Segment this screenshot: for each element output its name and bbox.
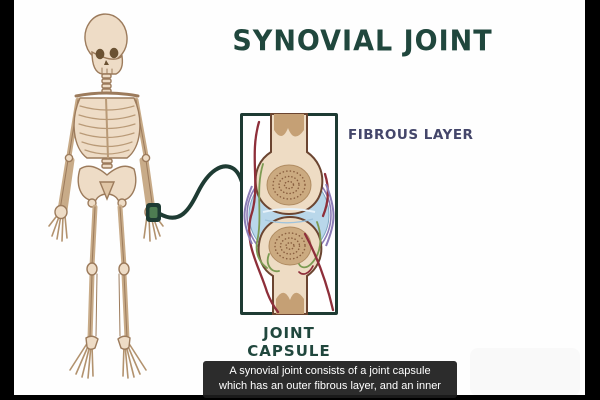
feet [69,341,147,379]
page-title: SYNOVIAL JOINT [232,25,493,58]
fibrous-layer-label: FIBROUS LAYER [348,127,474,143]
zoom-connector-line [158,164,245,220]
joint-capsule-label: JOINT CAPSULE [239,324,339,360]
bone-top [254,113,324,216]
fibrous-capsule-arcs [243,183,335,247]
clavicle [74,91,140,98]
pillarbox-left [0,0,14,400]
joint-capsule-label-line1: JOINT [263,324,315,342]
skull [84,13,128,75]
synovial-joint-diagram [243,113,335,315]
joint-capsule-label-line2: CAPSULE [247,342,331,360]
nerves [255,163,322,273]
skeleton-illustration [48,13,164,379]
spine-neck [101,73,112,94]
blood-vessels [248,120,335,314]
pelvis [77,165,137,208]
ribcage [73,97,141,159]
subtitle-line2: which has an outer fibrous layer, and an… [219,380,441,392]
subtitle-line1: A synovial joint consists of a joint cap… [229,365,431,377]
pillarbox-right [585,0,600,400]
subtitle-caption: A synovial joint consists of a joint cap… [203,361,457,398]
joint-inset-box [240,113,338,315]
watermark [470,348,580,396]
spine-lumbar [101,158,113,169]
